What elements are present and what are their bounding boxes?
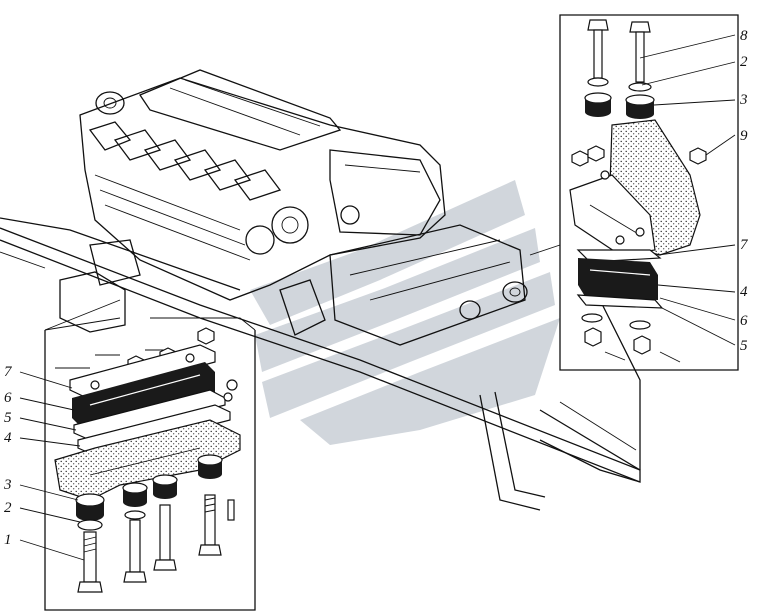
callout-2-left: 2 — [4, 500, 12, 516]
mounting-bolts — [77, 494, 235, 593]
callout-7-right: 7 — [740, 237, 749, 253]
right-leader-line — [529, 244, 561, 256]
right-inset-callout-labels: 8 2 3 9 7 4 6 5 — [739, 28, 749, 354]
callout-6-right: 6 — [740, 313, 748, 329]
left-inset-frame — [44, 317, 256, 611]
callout-1-left: 1 — [4, 532, 12, 548]
callout-7-left: 7 — [4, 364, 13, 380]
rubber-bushings — [75, 454, 223, 521]
callout-6-left: 6 — [4, 390, 12, 406]
callout-8-right: 8 — [740, 28, 748, 44]
left-leader-line — [44, 299, 121, 331]
watermark-logo — [250, 180, 560, 445]
callout-3-left: 3 — [3, 477, 12, 493]
callout-2-right: 2 — [740, 54, 748, 70]
callout-5-right: 5 — [740, 338, 748, 354]
callout-4-right: 4 — [740, 284, 748, 300]
right-mount-exploded-parts — [569, 19, 736, 363]
engine-assembly — [59, 69, 528, 346]
callout-5-left: 5 — [4, 410, 12, 426]
callout-9-right: 9 — [740, 128, 748, 144]
right-inset-frame — [559, 14, 739, 371]
frame-rails — [0, 217, 641, 511]
callout-3-right: 3 — [739, 92, 748, 108]
left-inset-callout-labels: 7 6 5 4 3 2 1 — [3, 364, 13, 548]
callout-4-left: 4 — [4, 430, 12, 446]
cylinder-heads — [88, 121, 282, 201]
left-mount-exploded-parts — [19, 327, 241, 593]
